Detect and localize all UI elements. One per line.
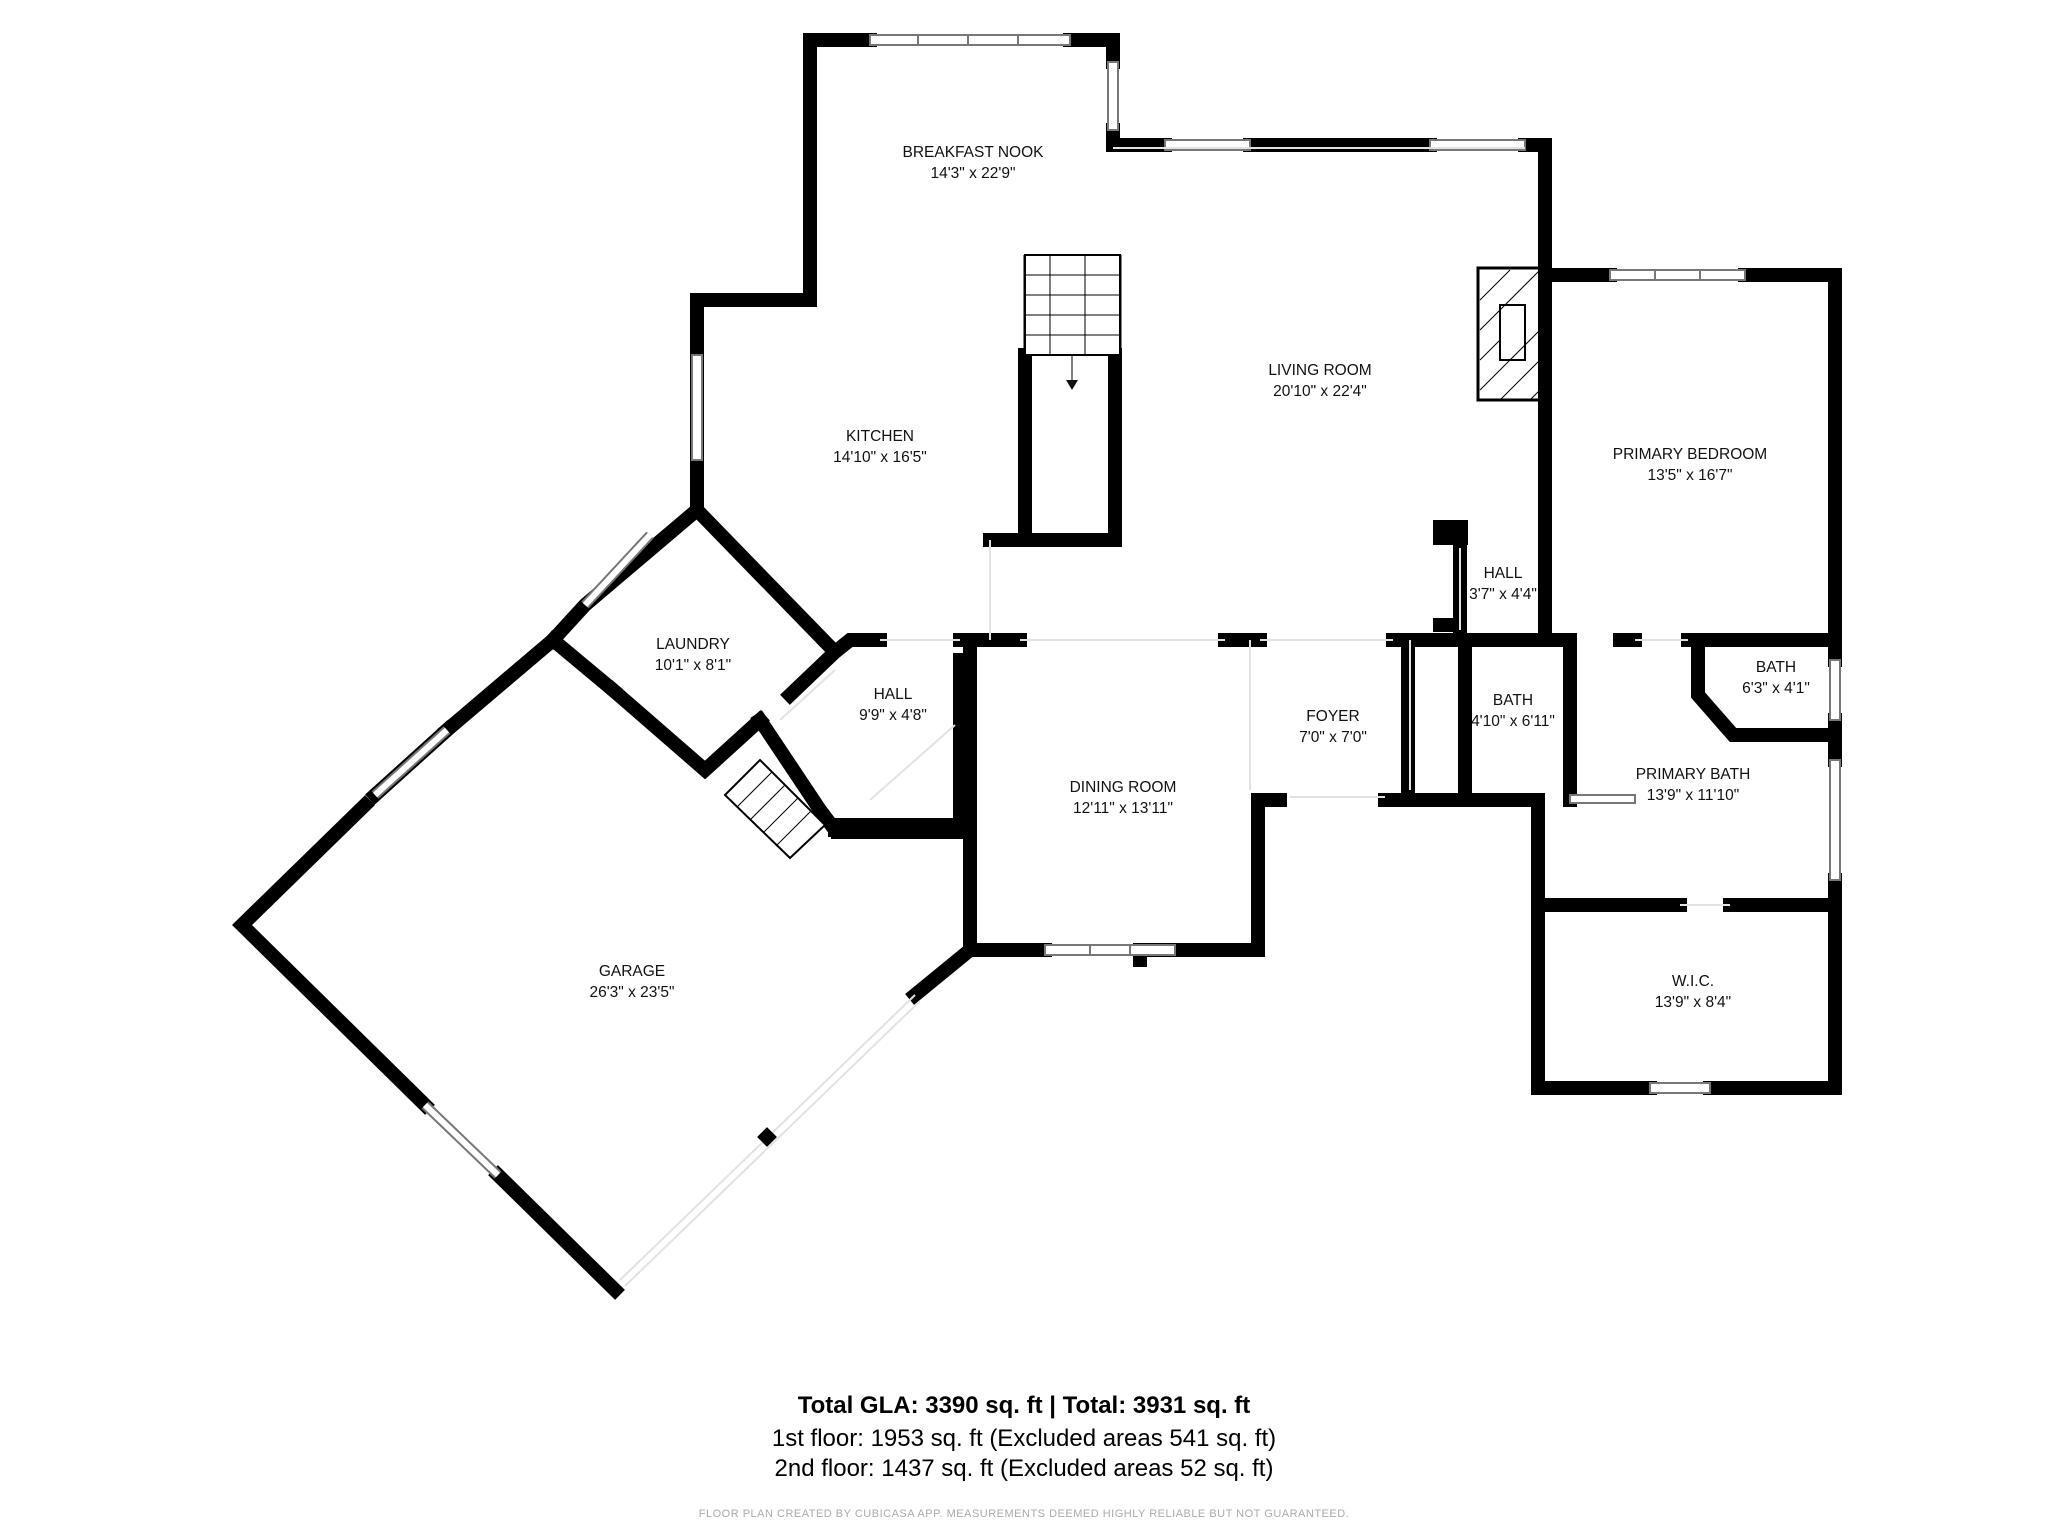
living-room-label: LIVING ROOM: [1268, 362, 1371, 379]
hall-lower-dims: 9'9" x 4'8": [859, 707, 927, 724]
primary-bath-dims: 13'9" x 11'10": [1647, 787, 1739, 804]
bath-small-dims: 6'3" x 4'1": [1742, 680, 1810, 697]
garage-label: GARAGE: [599, 963, 665, 980]
primary-bedroom-label: PRIMARY BEDROOM: [1613, 446, 1767, 463]
garage-column: [757, 1127, 777, 1147]
bath-small-label: BATH: [1756, 659, 1796, 676]
laundry-dims: 10'1" x 8'1": [655, 657, 731, 674]
windows: [691, 34, 1841, 1094]
main-stairs: [1024, 254, 1121, 390]
garage-stairs: [723, 758, 827, 860]
openings: [619, 147, 1730, 1287]
fireplace: [1479, 269, 1544, 401]
credit-note: FLOOR PLAN CREATED BY CUBICASA APP. MEAS…: [698, 1508, 1350, 1520]
garage-dims: 26'3" x 23'5": [589, 984, 674, 1001]
primary-bedroom-dims: 13'5" x 16'7": [1647, 467, 1732, 484]
total-area: Total GLA: 3390 sq. ft | Total: 3931 sq.…: [797, 1392, 1251, 1419]
dining-room-dims: 12'11" x 13'11": [1073, 800, 1173, 817]
hall-lower-label: HALL: [874, 686, 913, 703]
laundry-label: LAUNDRY: [656, 636, 730, 653]
foyer-dims: 7'0" x 7'0": [1299, 729, 1367, 746]
dining-room-label: DINING ROOM: [1070, 779, 1177, 796]
kitchen-dims: 14'10" x 16'5": [833, 449, 927, 466]
living-room-dims: 20'10" x 22'4": [1273, 383, 1367, 400]
kitchen-label: KITCHEN: [846, 428, 914, 445]
second-floor-area: 2nd floor: 1437 sq. ft (Excluded areas 5…: [774, 1455, 1274, 1482]
exterior-walls: [231, 33, 1842, 1300]
foyer-label: FOYER: [1306, 708, 1359, 725]
wic-label: W.I.C.: [1672, 973, 1714, 990]
diagonal-windows: [371, 531, 654, 1179]
bath-center-dims: 4'10" x 6'11": [1471, 713, 1555, 730]
room-labels: BREAKFAST NOOK 14'3" x 22'9" KITCHEN 14'…: [589, 144, 1809, 1011]
wic-dims: 13'9" x 8'4": [1655, 994, 1731, 1011]
breakfast-nook-dims: 14'3" x 22'9": [930, 165, 1015, 182]
interior-walls: [825, 255, 1842, 967]
hall-upper-dims: 3'7" x 4'4": [1469, 586, 1537, 603]
bath-center-label: BATH: [1493, 692, 1533, 709]
primary-bath-label: PRIMARY BATH: [1636, 766, 1751, 783]
hall-upper-label: HALL: [1484, 565, 1523, 582]
first-floor-area: 1st floor: 1953 sq. ft (Excluded areas 5…: [771, 1425, 1277, 1452]
breakfast-nook-label: BREAKFAST NOOK: [903, 144, 1045, 161]
